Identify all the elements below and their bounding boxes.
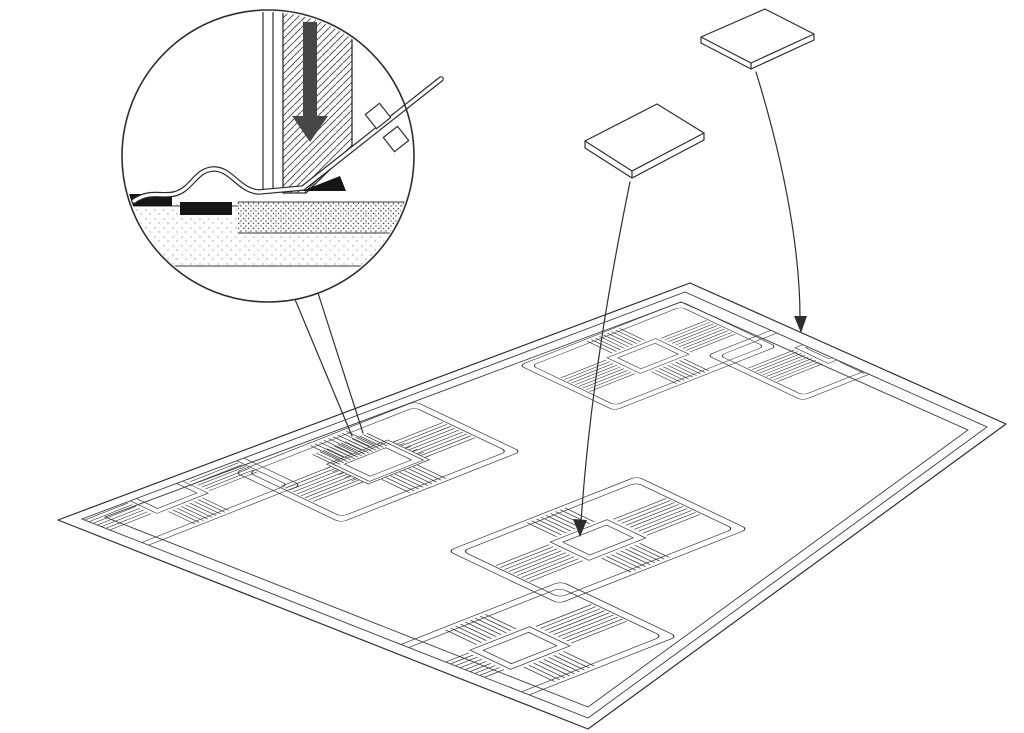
leader-line-1: [293, 296, 353, 437]
tape-inner-border: [103, 301, 969, 708]
tape-outer-border: [57, 282, 1007, 730]
floating-die-left: [584, 103, 705, 179]
bonded-leads: [312, 432, 392, 466]
bonded-die-edge-ticks: [325, 440, 431, 484]
bond-bump: [180, 202, 232, 215]
placement-arrow-right-head: [794, 316, 807, 333]
magnifier-leader-lines: [293, 292, 364, 437]
die-right-top-face: [700, 8, 815, 64]
tape-carrier: [57, 282, 1007, 730]
die-site-4: [518, 300, 778, 412]
die-right-thickness: [700, 33, 815, 70]
bonded-die-site: [234, 400, 522, 524]
die-site-3-placement-target: [447, 475, 749, 605]
die-left-thickness: [584, 132, 705, 179]
placement-arrow-left-head: [573, 519, 587, 537]
leader-line-2: [317, 292, 364, 434]
lead-clamp-blocks: [364, 102, 410, 153]
bonded-die: [325, 439, 431, 485]
tape-mid-border: [80, 291, 988, 719]
lead-core: [132, 77, 443, 203]
bonding-tool: [262, 12, 353, 194]
substrate-stipple-dense: [238, 202, 408, 233]
die-left-top-face: [584, 103, 705, 172]
placement-arrow-right: [755, 71, 807, 333]
lens-content: [124, 12, 409, 267]
press-down-arrow-icon: [292, 22, 328, 142]
floating-die-right: [700, 8, 815, 70]
bonded-site-pattern: [234, 400, 522, 524]
bond-detail-magnifier: [121, 9, 444, 303]
placement-arrow-left-shaft: [580, 181, 631, 523]
placement-arrow-right-shaft: [755, 71, 801, 319]
placement-arrow-left: [573, 181, 631, 537]
clamp-block-lower: [382, 125, 410, 153]
lens-border: [121, 9, 415, 303]
bent-lead: [131, 76, 444, 204]
clamp-block-upper: [364, 102, 392, 130]
die-sites-layer: [82, 292, 966, 716]
tool-tip-wedge: [302, 176, 346, 191]
